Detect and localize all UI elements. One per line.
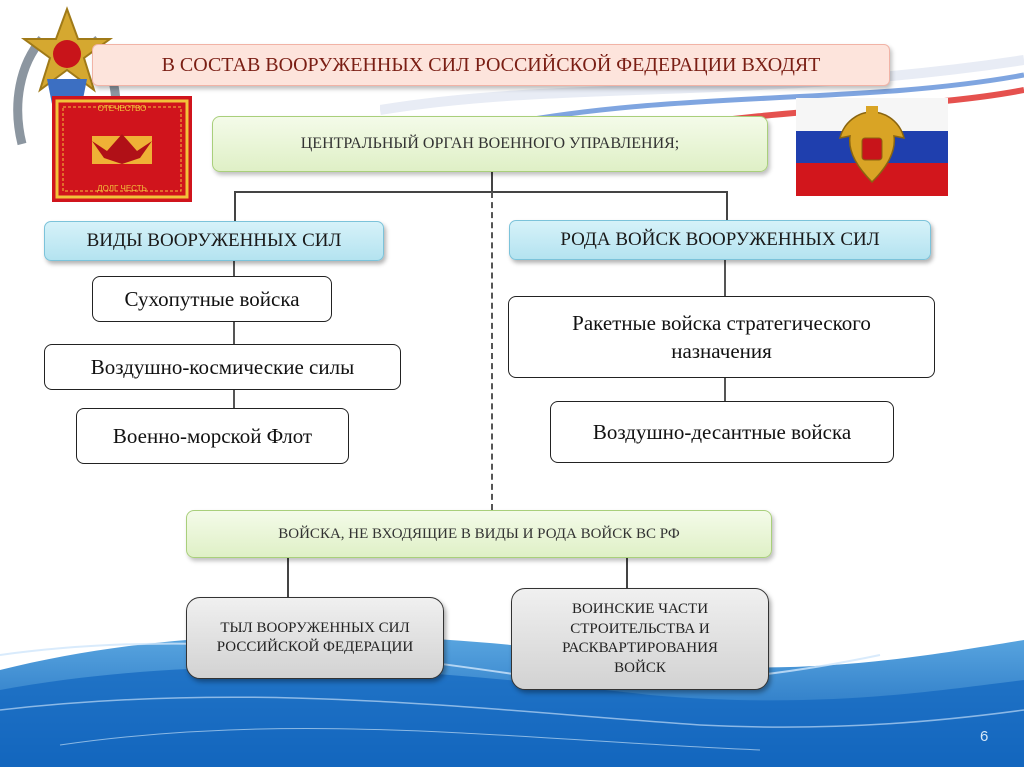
connector-other-right: [626, 558, 628, 590]
connector-left-column: [233, 260, 235, 410]
red-banner-icon: [52, 96, 192, 202]
central-body-box: ЦЕНТРАЛЬНЫЙ ОРГАН ВОЕННОГО УПРАВЛЕНИЯ;: [212, 116, 768, 172]
slide-title: В СОСТАВ ВООРУЖЕННЫХ СИЛ РОССИЙСКОЙ ФЕДЕ…: [92, 44, 890, 86]
page-number: 6: [980, 728, 989, 745]
other-item-construction: ВОИНСКИЕ ЧАСТИ СТРОИТЕЛЬСТВА И РАСКВАРТИ…: [511, 588, 769, 690]
connector-left-drop: [234, 191, 236, 224]
vidy-item-aerospace-forces: Воздушно-космические силы: [44, 344, 401, 390]
connector-horizontal: [234, 191, 728, 193]
banner-top-text: ОТЕЧЕСТВО: [97, 104, 147, 113]
connector-right-drop: [726, 191, 728, 222]
roda-item-strategic-missile: Ракетные войска стратегического назначен…: [508, 296, 935, 378]
roda-header: РОДА ВОЙСК ВООРУЖЕННЫХ СИЛ: [509, 220, 931, 260]
russian-flag-icon: [796, 98, 948, 196]
vidy-item-ground-forces: Сухопутные войска: [92, 276, 332, 322]
roda-item-airborne: Воздушно-десантные войска: [550, 401, 894, 463]
other-troops-header: ВОЙСКА, НЕ ВХОДЯЩИЕ В ВИДЫ И РОДА ВОЙСК …: [186, 510, 772, 558]
connector-other-left: [287, 558, 289, 598]
vidy-item-navy: Военно-морской Флот: [76, 408, 349, 464]
connector-dashed-center: [491, 192, 493, 510]
other-item-logistics: ТЫЛ ВООРУЖЕННЫХ СИЛ РОССИЙСКОЙ ФЕДЕРАЦИИ: [186, 597, 444, 679]
banner-bottom-text: ДОЛГ ЧЕСТЬ: [97, 184, 147, 193]
connector-central-down: [491, 172, 493, 192]
vidy-header: ВИДЫ ВООРУЖЕННЫХ СИЛ: [44, 221, 384, 261]
